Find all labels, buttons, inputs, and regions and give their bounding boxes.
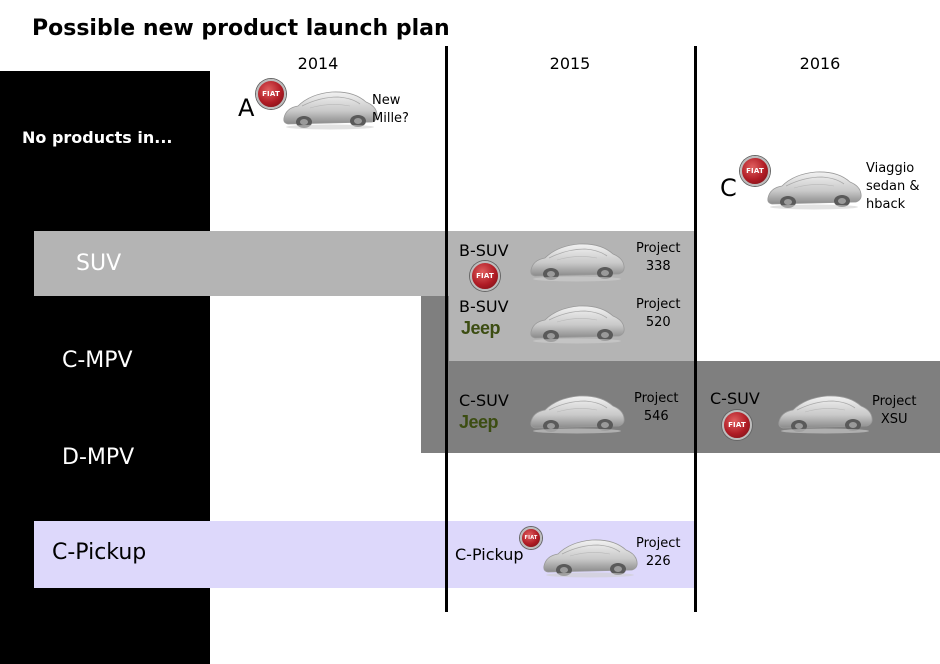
covered-car-icon <box>527 388 627 434</box>
launch-name-viaggio: Viaggio sedan & hback <box>866 161 920 212</box>
jeep-logo-icon: Jeep <box>459 412 499 432</box>
covered-car-icon <box>527 298 627 344</box>
project-520-label: Project 520 <box>636 297 681 330</box>
launch-segment-b-suv: B-SUV <box>459 241 509 260</box>
project-xsu-label: Project XSU <box>872 394 917 427</box>
project-226-label: Project 226 <box>636 536 681 569</box>
year-divider-2015 <box>445 46 448 612</box>
fiat-logo-icon: FIAT <box>470 261 500 291</box>
segment-label-c-pickup: C-Pickup <box>52 540 147 565</box>
covered-car-icon <box>764 164 864 210</box>
covered-car-icon <box>280 84 380 130</box>
segment-label-suv: SUV <box>76 251 122 276</box>
covered-car-icon <box>527 236 627 282</box>
project-338-label: Project 338 <box>636 241 681 274</box>
fiat-logo-icon: FIAT <box>722 410 752 440</box>
launch-name-new-mille: New Mille? <box>372 93 409 126</box>
launch-letter-c: C <box>720 174 737 202</box>
fiat-logo-icon: FIAT <box>520 527 542 549</box>
covered-car-icon <box>540 532 640 578</box>
year-2015: 2015 <box>549 54 591 73</box>
fiat-logo-icon: FIAT <box>256 79 286 109</box>
launch-segment-c-pickup: C-Pickup <box>455 545 524 564</box>
no-products-heading: No products in... <box>22 128 173 147</box>
covered-car-icon <box>775 388 875 434</box>
launch-segment-b-suv: B-SUV <box>459 297 509 316</box>
jeep-logo-icon: Jeep <box>461 318 501 338</box>
year-divider-2016 <box>694 46 697 612</box>
launch-letter-a: A <box>238 94 255 122</box>
year-2014: 2014 <box>297 54 339 73</box>
launch-segment-c-suv: C-SUV <box>459 391 509 410</box>
page-title: Possible new product launch plan <box>32 16 450 41</box>
fiat-logo-icon: FIAT <box>740 156 770 186</box>
project-546-label: Project 546 <box>634 391 679 424</box>
year-2016: 2016 <box>799 54 841 73</box>
suv-band-lower <box>34 281 421 296</box>
launch-segment-c-suv: C-SUV <box>710 389 760 408</box>
segment-label-d-mpv: D-MPV <box>62 445 135 470</box>
segment-label-c-mpv: C-MPV <box>62 348 133 373</box>
